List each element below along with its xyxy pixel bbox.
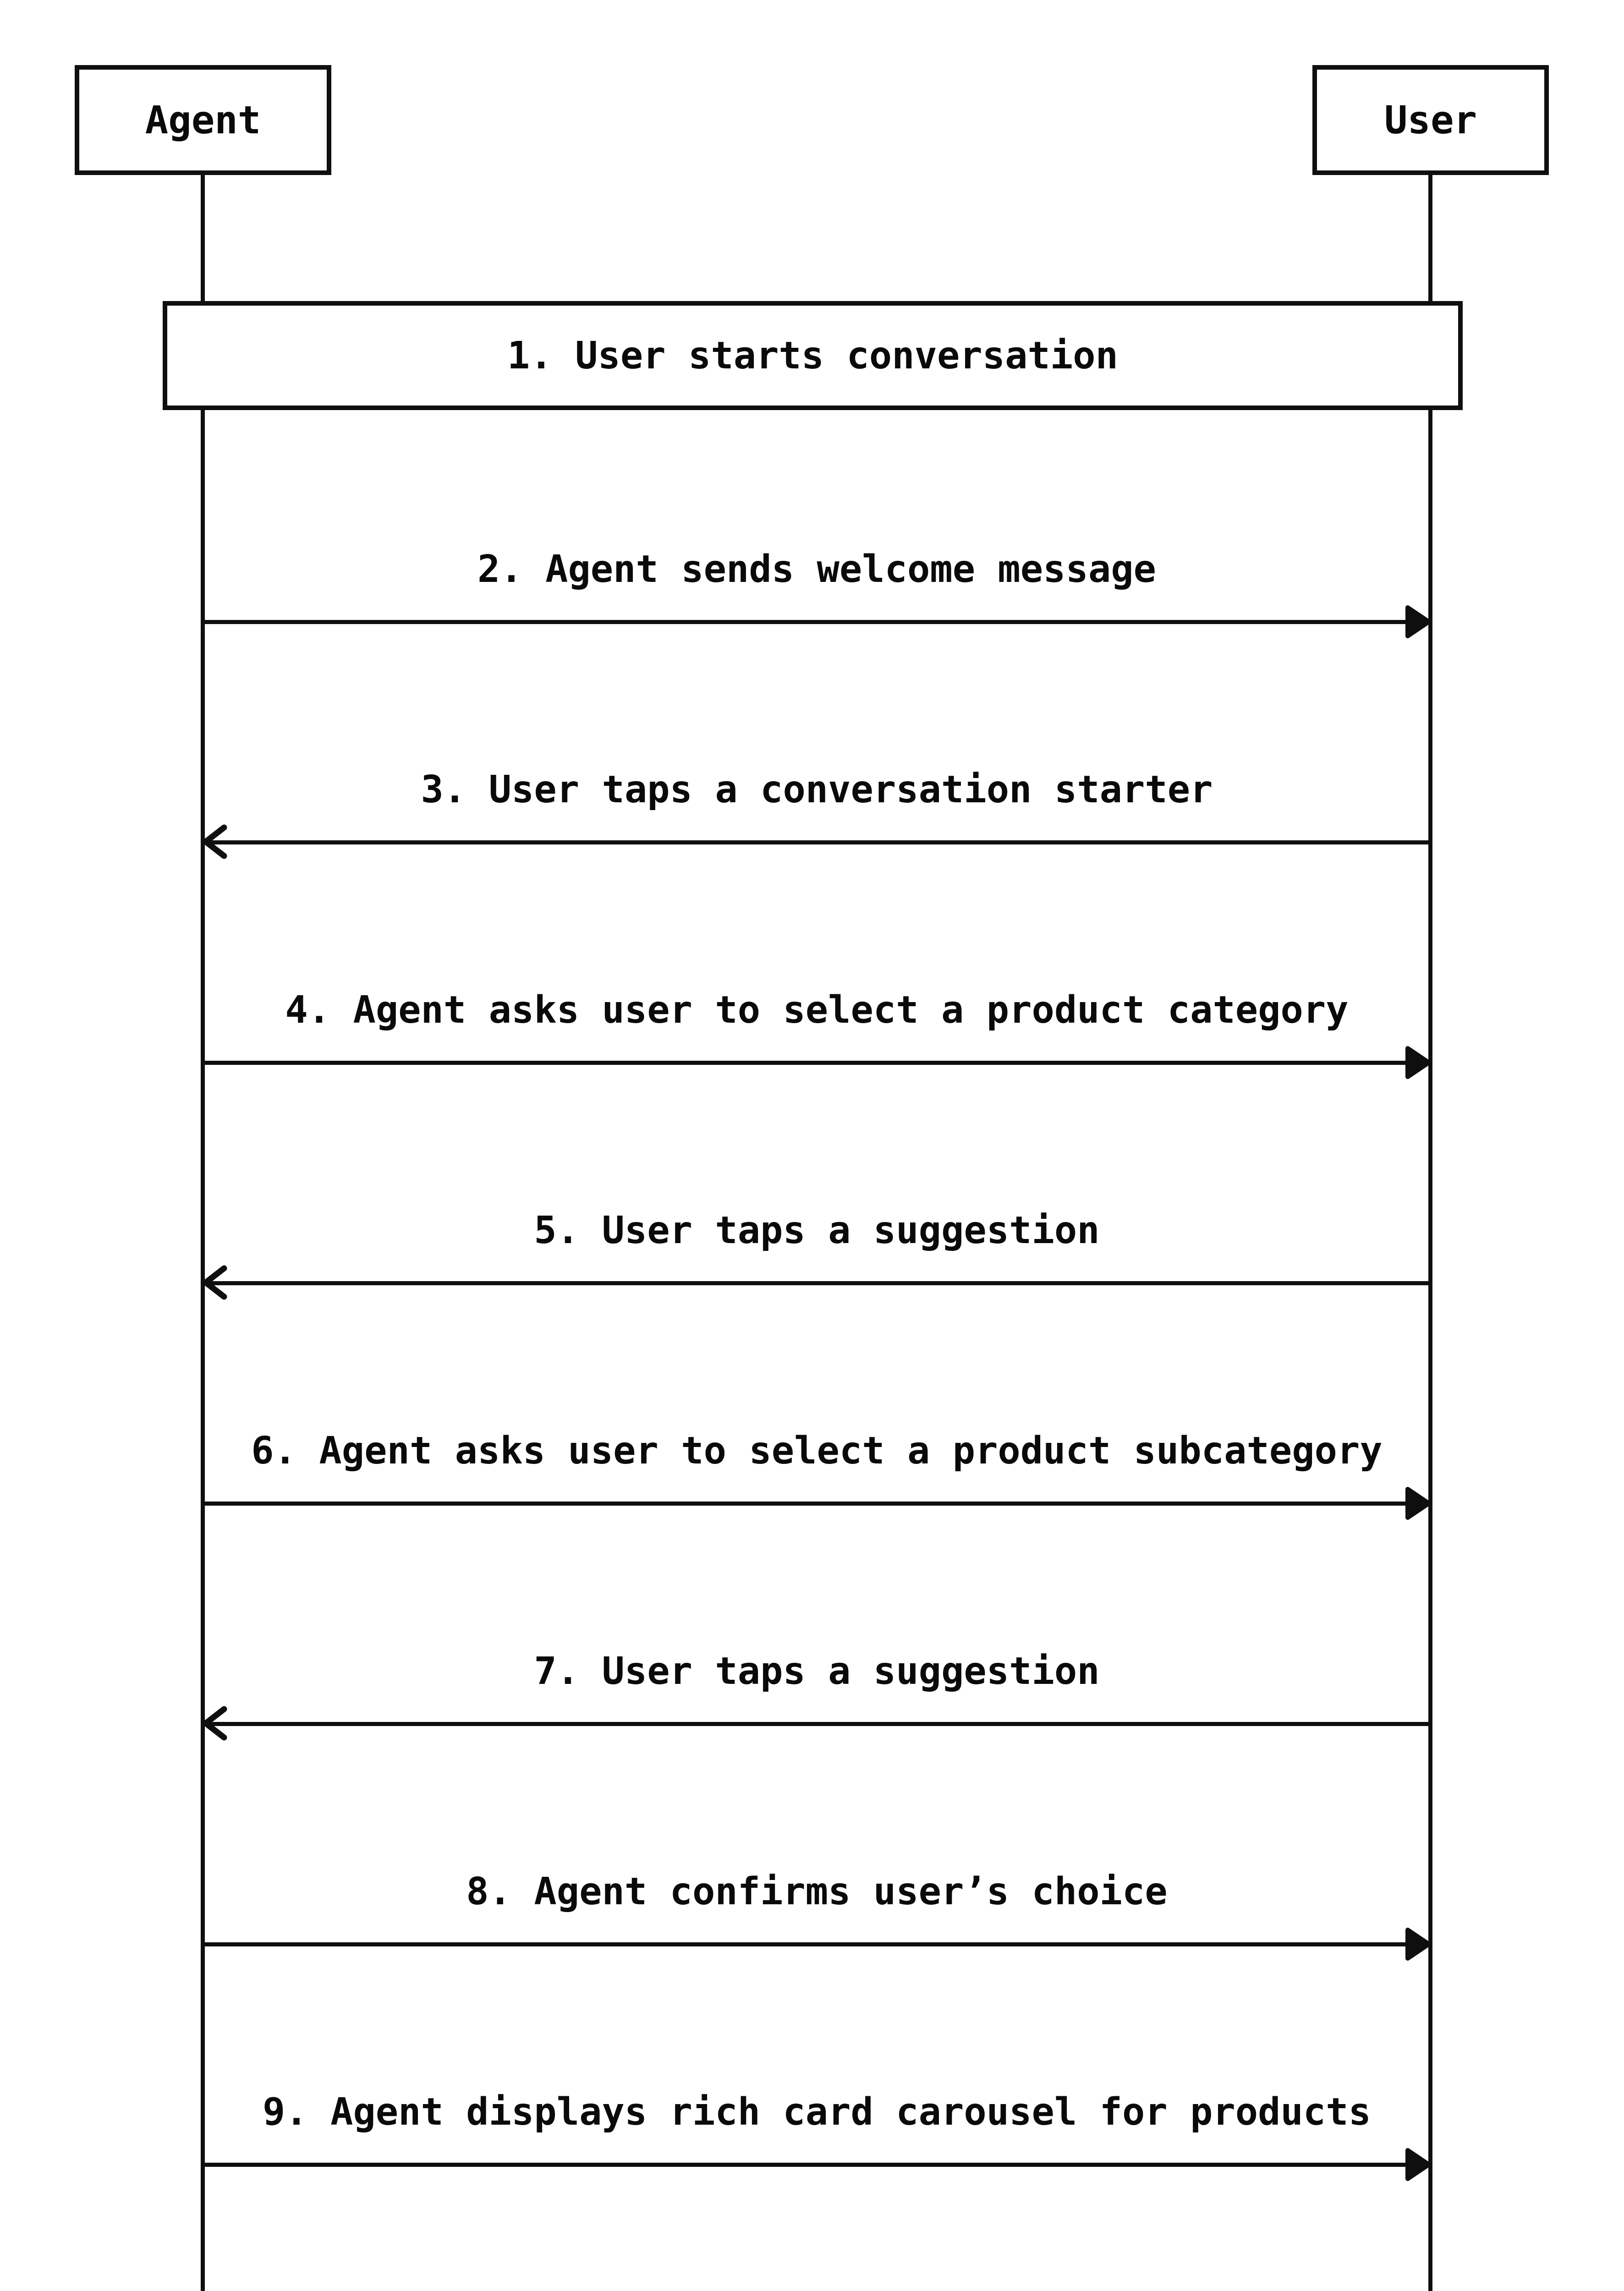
open-arrowhead-left-icon — [200, 1705, 229, 1742]
message-3-label: 3. User taps a conversation starter — [421, 768, 1213, 811]
message-2-arrow-line — [203, 620, 1411, 624]
participant-user-top: User — [1312, 65, 1549, 175]
participant-user-top-label: User — [1384, 98, 1477, 143]
message-2: 2. Agent sends welcome message — [203, 516, 1431, 638]
message-4-arrow-line — [203, 1061, 1411, 1065]
message-7-label: 7. User taps a suggestion — [534, 1650, 1100, 1693]
message-8-arrow-line — [203, 1942, 1411, 1946]
message-9-label: 9. Agent displays rich card carousel for… — [262, 2090, 1372, 2134]
filled-arrowhead-right-icon — [1405, 1485, 1432, 1521]
filled-arrowhead-right-icon — [1405, 604, 1432, 640]
note-user-starts-conversation: 1. User starts conversation — [163, 301, 1463, 410]
message-7-arrow-line — [203, 1722, 1431, 1726]
message-6-arrow-line — [203, 1502, 1411, 1506]
message-3: 3. User taps a conversation starter — [203, 736, 1431, 859]
open-arrowhead-left-icon — [200, 823, 229, 860]
filled-arrowhead-right-icon — [1405, 1045, 1432, 1080]
message-9: 9. Agent displays rich card carousel for… — [203, 2059, 1431, 2181]
message-8-label: 8. Agent confirms user’s choice — [466, 1870, 1168, 1913]
open-arrowhead-left-icon — [200, 1264, 229, 1301]
user-lifeline — [1428, 173, 1432, 2291]
message-9-arrow-line — [203, 2163, 1411, 2167]
note-label: 1. User starts conversation — [507, 334, 1118, 378]
message-7: 7. User taps a suggestion — [203, 1618, 1431, 1741]
filled-arrowhead-right-icon — [1405, 2147, 1432, 2182]
message-5-arrow-line — [203, 1281, 1431, 1285]
message-3-arrow-line — [203, 840, 1431, 844]
message-2-label: 2. Agent sends welcome message — [477, 548, 1157, 591]
message-6: 6. Agent asks user to select a product s… — [203, 1398, 1431, 1520]
message-4: 4. Agent asks user to select a product c… — [203, 957, 1431, 1079]
message-4-label: 4. Agent asks user to select a product c… — [285, 988, 1349, 1032]
participant-agent-top-label: Agent — [145, 98, 261, 143]
message-5-label: 5. User taps a suggestion — [534, 1209, 1100, 1252]
filled-arrowhead-right-icon — [1405, 1926, 1432, 1962]
message-10: 10. User selects a product — [203, 2279, 1431, 2291]
agent-lifeline — [201, 173, 205, 2291]
message-8: 8. Agent confirms user’s choice — [203, 1838, 1431, 1961]
message-5: 5. User taps a suggestion — [203, 1177, 1431, 1300]
participant-agent-top: Agent — [75, 65, 331, 175]
message-6-label: 6. Agent asks user to select a product s… — [251, 1429, 1383, 1473]
